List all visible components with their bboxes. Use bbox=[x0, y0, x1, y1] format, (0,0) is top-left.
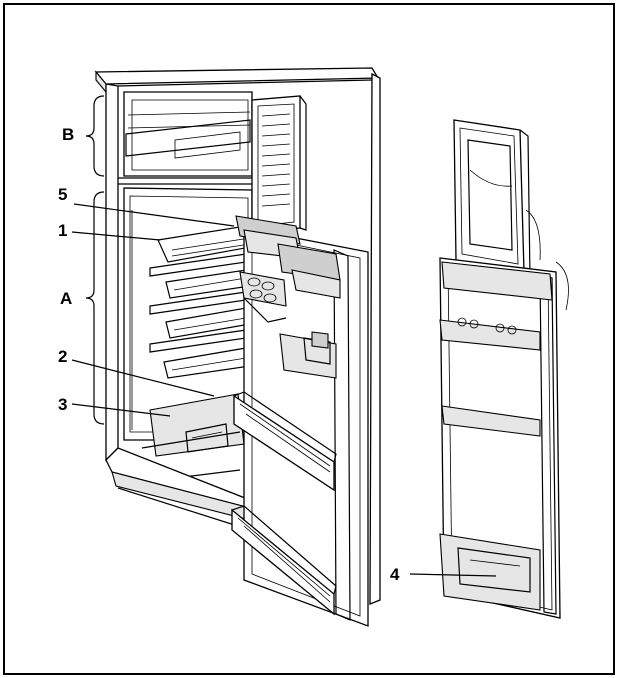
brace-B bbox=[85, 95, 105, 177]
separate-door bbox=[439, 119, 569, 619]
label-B: B bbox=[62, 125, 74, 144]
label-5: 5 bbox=[58, 185, 67, 204]
label-2: 2 bbox=[58, 347, 67, 366]
label-4: 4 bbox=[390, 565, 400, 584]
freezer-door bbox=[251, 95, 307, 233]
brace-A bbox=[85, 191, 105, 425]
leader-lines bbox=[71, 203, 497, 577]
label-A: A bbox=[60, 289, 72, 308]
fridge-door bbox=[231, 215, 369, 627]
label-3: 3 bbox=[58, 395, 67, 414]
fridge-base bbox=[105, 447, 251, 529]
fridge-cabinet bbox=[94, 67, 381, 605]
label-1: 1 bbox=[58, 221, 67, 240]
